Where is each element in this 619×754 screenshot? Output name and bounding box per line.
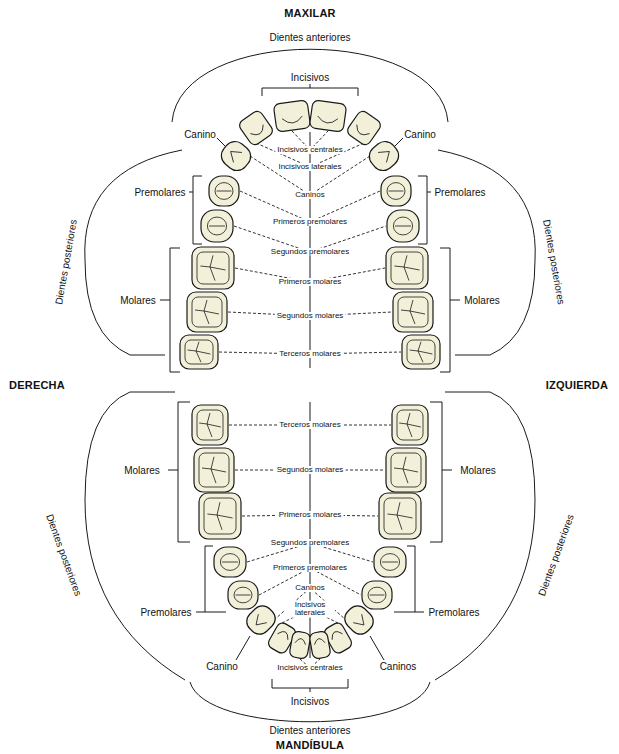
tooth xyxy=(374,547,406,577)
side-label: DERECHA xyxy=(9,379,65,391)
molar-bracket xyxy=(430,402,452,542)
tooth xyxy=(386,448,426,492)
group-label: Molares xyxy=(464,295,500,306)
tooth xyxy=(228,581,258,609)
tooth-label: Caninos xyxy=(293,191,326,199)
premolar-bracket xyxy=(418,176,431,244)
group-label: Canino xyxy=(404,129,436,140)
tooth-label: Segundos premolares xyxy=(269,539,351,547)
tooth-label: Terceros molares xyxy=(277,421,342,429)
tooth xyxy=(201,210,233,242)
tooth-label: Incisivos centrales xyxy=(275,146,344,154)
group-label: Incisivos xyxy=(291,72,329,83)
tooth xyxy=(402,335,440,369)
tooth xyxy=(180,335,218,369)
tooth xyxy=(217,137,255,175)
group-label: Dientes anteriores xyxy=(269,32,350,43)
premolar-bracket xyxy=(189,176,202,244)
tooth xyxy=(381,176,411,206)
tooth xyxy=(386,247,428,289)
tooth-label: Segundos premolares xyxy=(269,248,351,256)
tooth xyxy=(365,137,403,175)
tooth xyxy=(192,247,234,289)
group-label: Canino xyxy=(184,129,216,140)
tooth xyxy=(362,581,392,609)
molar-bracket xyxy=(168,402,190,542)
tooth xyxy=(379,493,421,539)
tooth-pair-line xyxy=(259,568,361,595)
midline xyxy=(310,132,311,658)
posterior-arc xyxy=(85,150,182,355)
molar-bracket xyxy=(440,248,460,372)
molar-bracket xyxy=(160,248,180,372)
tooth-label: Primeros molares xyxy=(277,511,344,519)
tooth-label: Terceros molares xyxy=(277,350,342,358)
tooth xyxy=(187,292,227,332)
tooth-label: Incisivos laterales xyxy=(285,601,335,618)
tooth-pair-line xyxy=(250,156,370,195)
group-label: Dientes anteriores xyxy=(269,725,350,736)
group-label: Dientes posteriores xyxy=(53,219,79,306)
group-label: Caninos xyxy=(380,661,417,672)
group-label: Premolares xyxy=(428,607,479,618)
group-label: Molares xyxy=(460,465,496,476)
tooth-label: Incisivos laterales xyxy=(276,163,343,171)
tooth xyxy=(393,292,433,332)
anterior-arc xyxy=(172,49,448,122)
tooth xyxy=(309,631,331,660)
tooth xyxy=(392,405,428,445)
tooth xyxy=(273,100,311,132)
tooth xyxy=(209,176,239,206)
posterior-arc xyxy=(435,392,535,680)
group-label: Incisivos xyxy=(291,696,329,707)
group-label: Dientes posteriores xyxy=(44,513,84,598)
tooth-label: Primeros premolares xyxy=(271,564,349,572)
group-label: Premolares xyxy=(434,187,485,198)
jaw-title: MANDÍBULA xyxy=(276,739,344,751)
tooth xyxy=(345,109,382,147)
posterior-arc xyxy=(438,150,535,355)
tooth-label: Caninos xyxy=(293,584,326,592)
tooth xyxy=(214,547,246,577)
jaw-title: MAXILAR xyxy=(284,7,336,19)
group-label: Premolares xyxy=(140,607,191,618)
incisor-bracket xyxy=(272,679,348,692)
posterior-arc xyxy=(85,392,185,680)
side-label: IZQUIERDA xyxy=(546,379,608,391)
tooth-pair-line xyxy=(274,588,346,620)
tooth xyxy=(387,210,419,242)
tooth xyxy=(194,448,234,492)
tooth-label: Segundos molares xyxy=(275,312,346,320)
group-label: Molares xyxy=(120,295,156,306)
tooth xyxy=(199,493,241,539)
incisor-bracket xyxy=(262,84,358,96)
group-label: Dientes posteriores xyxy=(536,513,576,598)
tooth xyxy=(289,631,311,660)
tooth-label: Primeros premolares xyxy=(271,218,349,226)
tooth-label: Incisivos centrales xyxy=(275,664,344,672)
group-label: Canino xyxy=(206,661,238,672)
tooth xyxy=(309,100,347,132)
tooth-label: Primeros molares xyxy=(277,278,344,286)
group-label: Molares xyxy=(124,465,160,476)
tooth-label: Segundos molares xyxy=(275,466,346,474)
group-label: Premolares xyxy=(134,187,185,198)
tooth xyxy=(192,405,228,445)
tooth xyxy=(237,109,274,147)
group-label: Dientes posteriores xyxy=(541,219,567,306)
